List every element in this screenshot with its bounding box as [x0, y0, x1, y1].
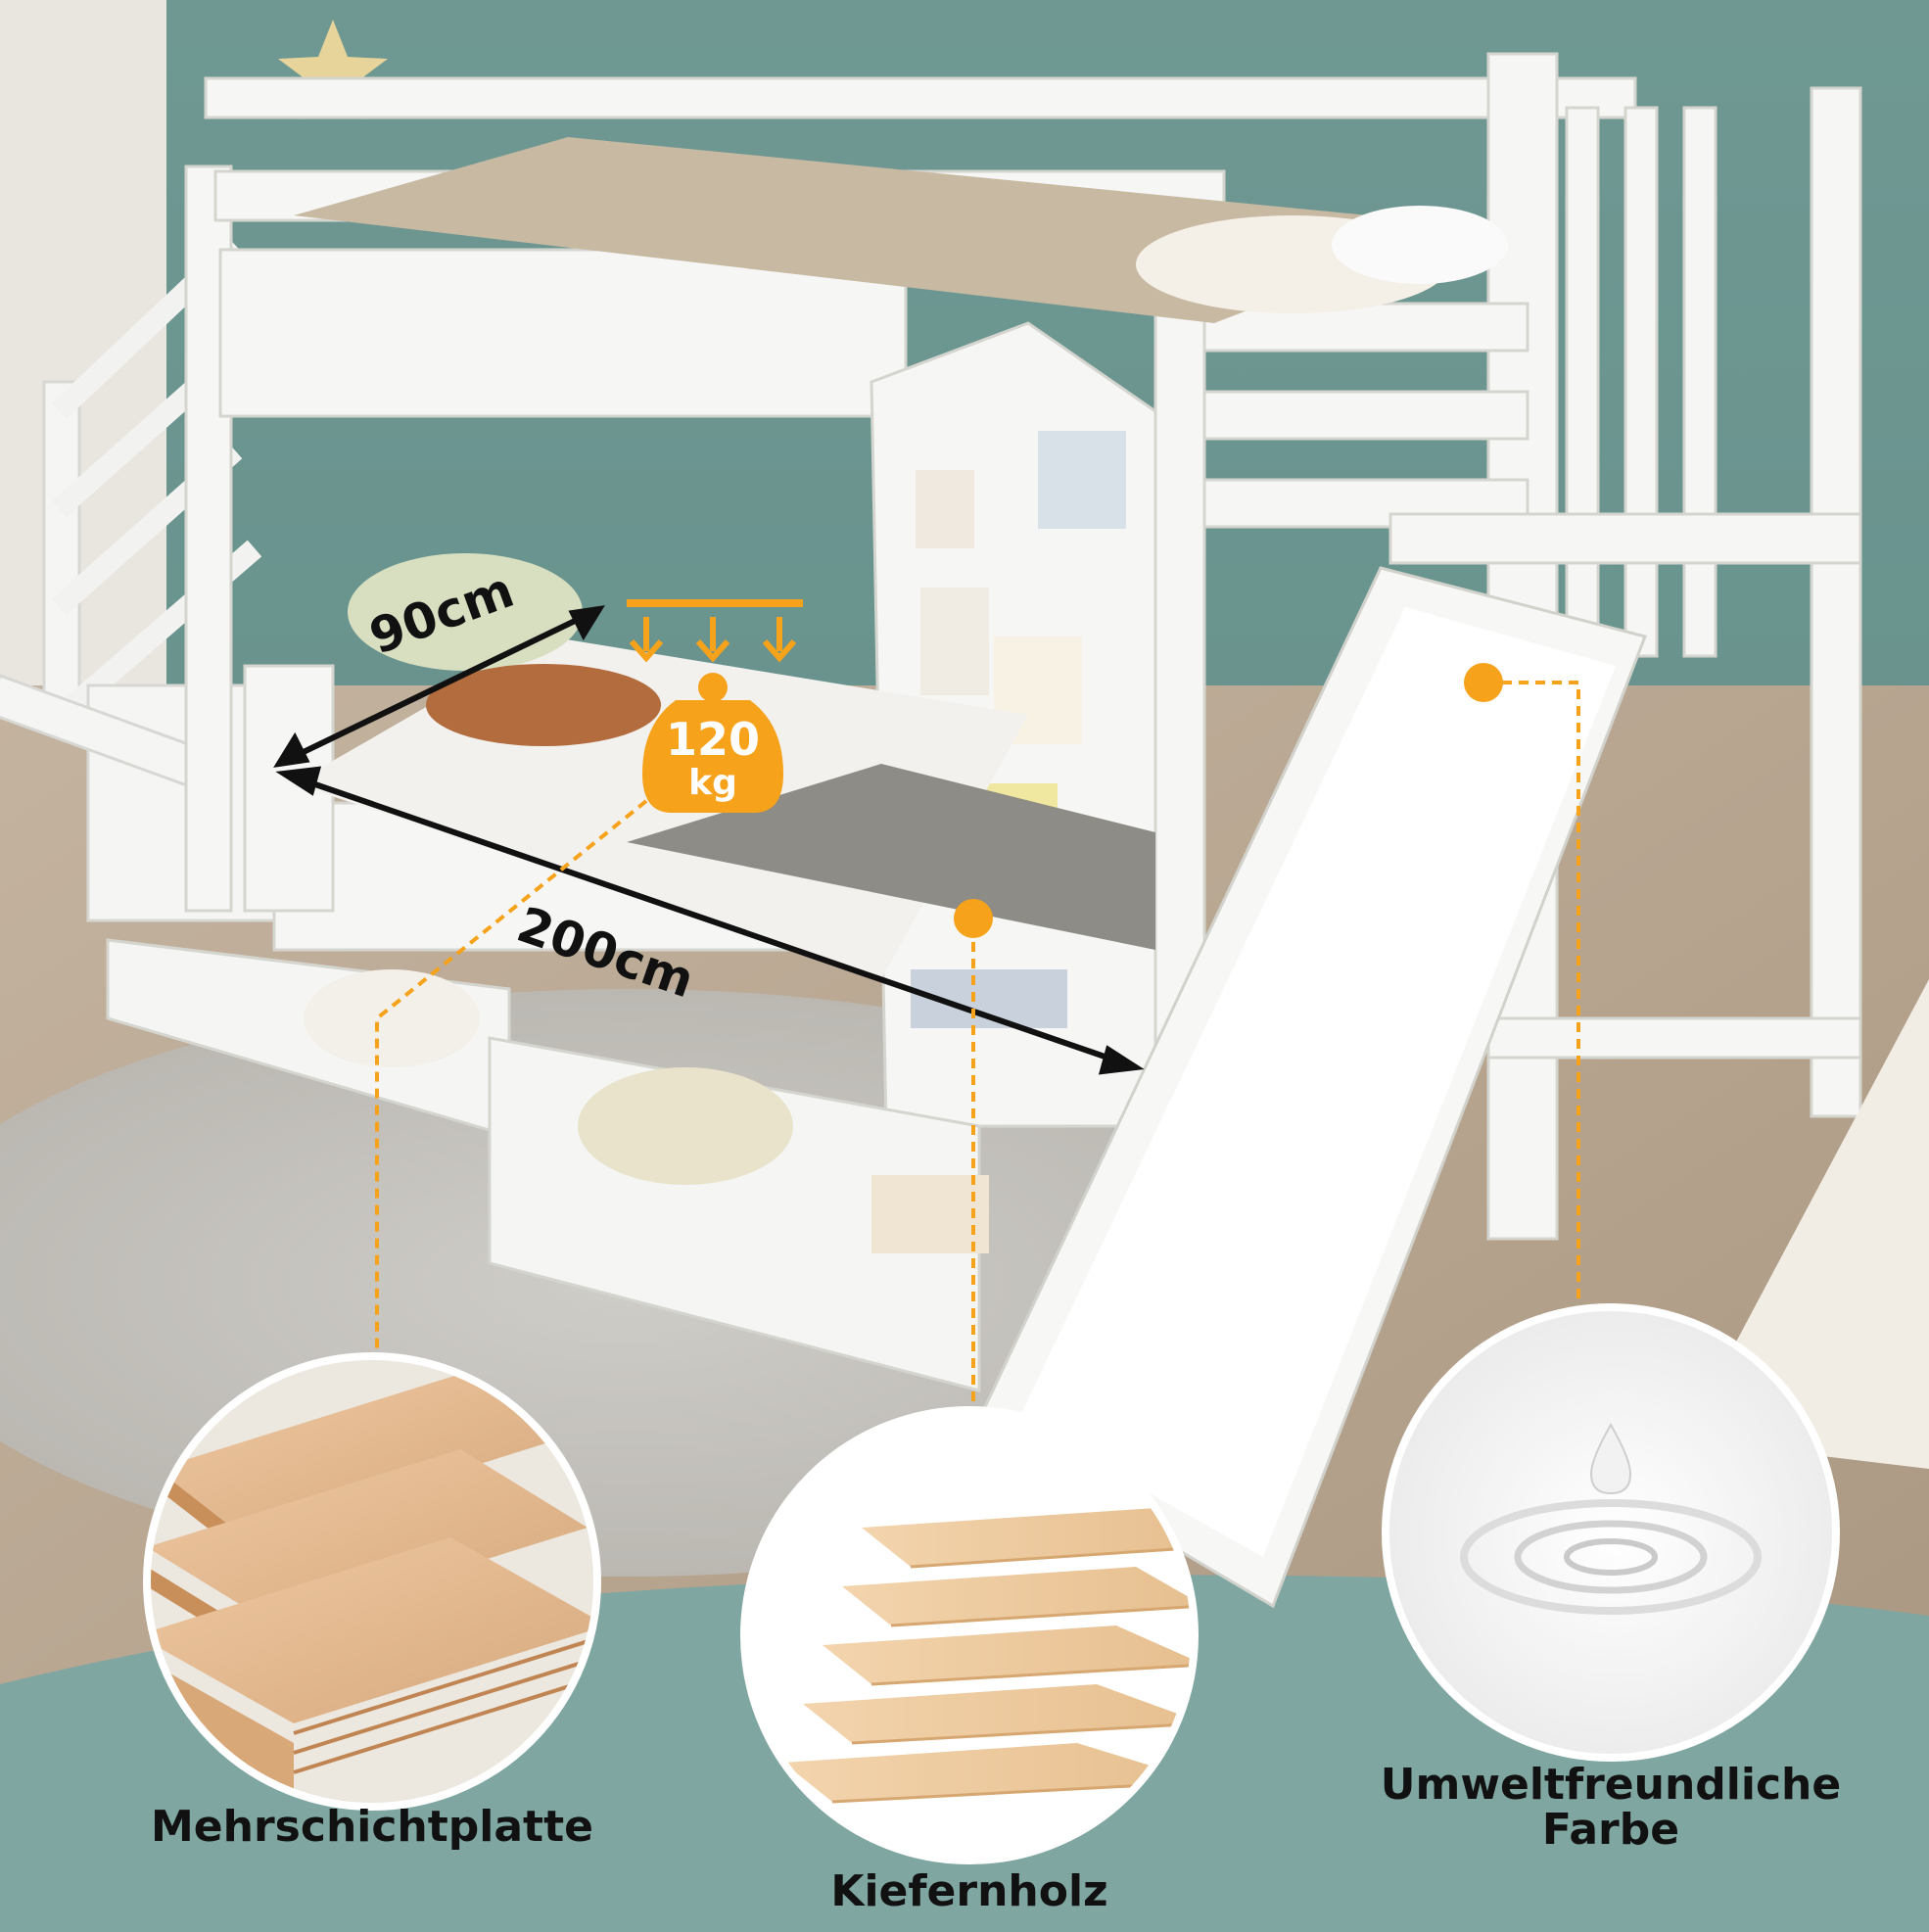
paint-drop-icon — [1386, 1307, 1836, 1758]
load-capacity-unit: kg — [688, 763, 737, 803]
feature-label-paint: Umweltfreundliche Farbe — [1380, 1760, 1842, 1856]
feature-label-pine: Kiefernholz — [830, 1866, 1108, 1916]
plywood-icon — [147, 1356, 597, 1807]
load-capacity-value: 120 — [665, 713, 761, 766]
feature-label-plywood: Mehrschichtplatte — [151, 1802, 593, 1852]
pine-wood-icon — [744, 1410, 1195, 1861]
